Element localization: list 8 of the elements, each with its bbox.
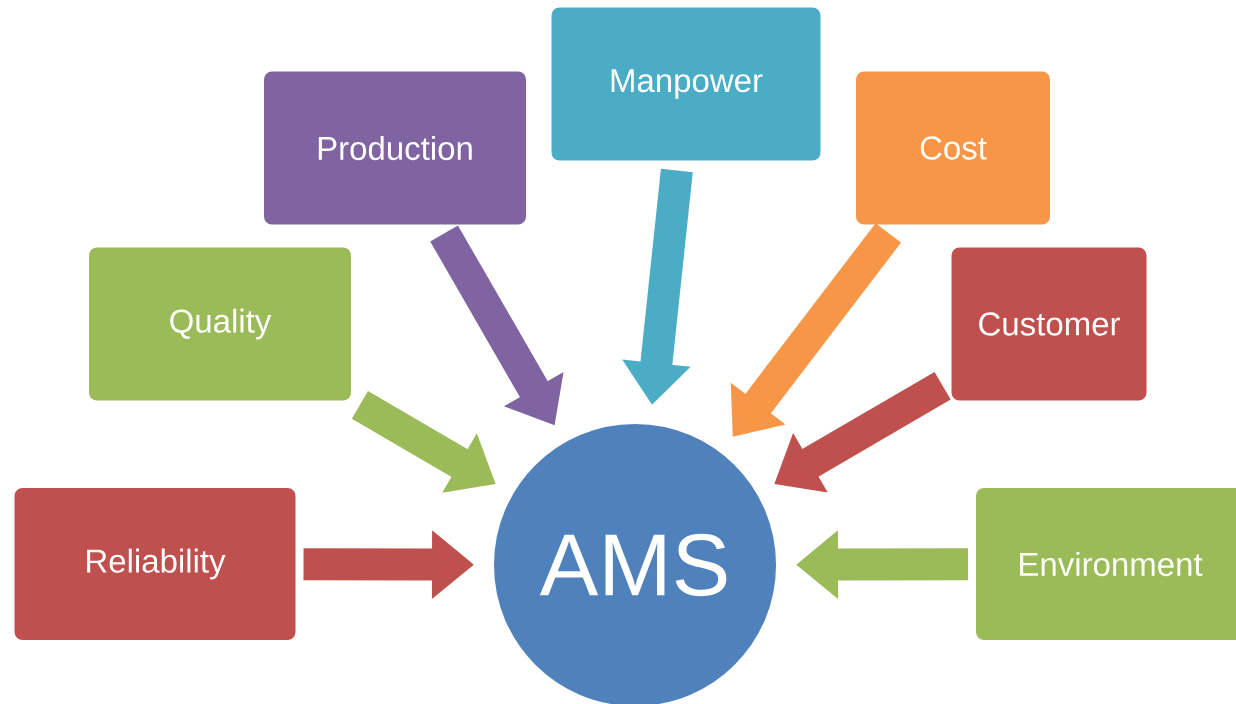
process-box: Production (262, 69, 528, 227)
process-box: Reliability (12, 486, 298, 642)
process-box: Customer (949, 245, 1149, 403)
circle-node: AMS (492, 422, 778, 704)
process-box: Manpower (549, 5, 823, 163)
process-box: Quality (87, 245, 353, 403)
process-box: Environment (974, 486, 1236, 642)
process-box: Cost (854, 69, 1052, 227)
